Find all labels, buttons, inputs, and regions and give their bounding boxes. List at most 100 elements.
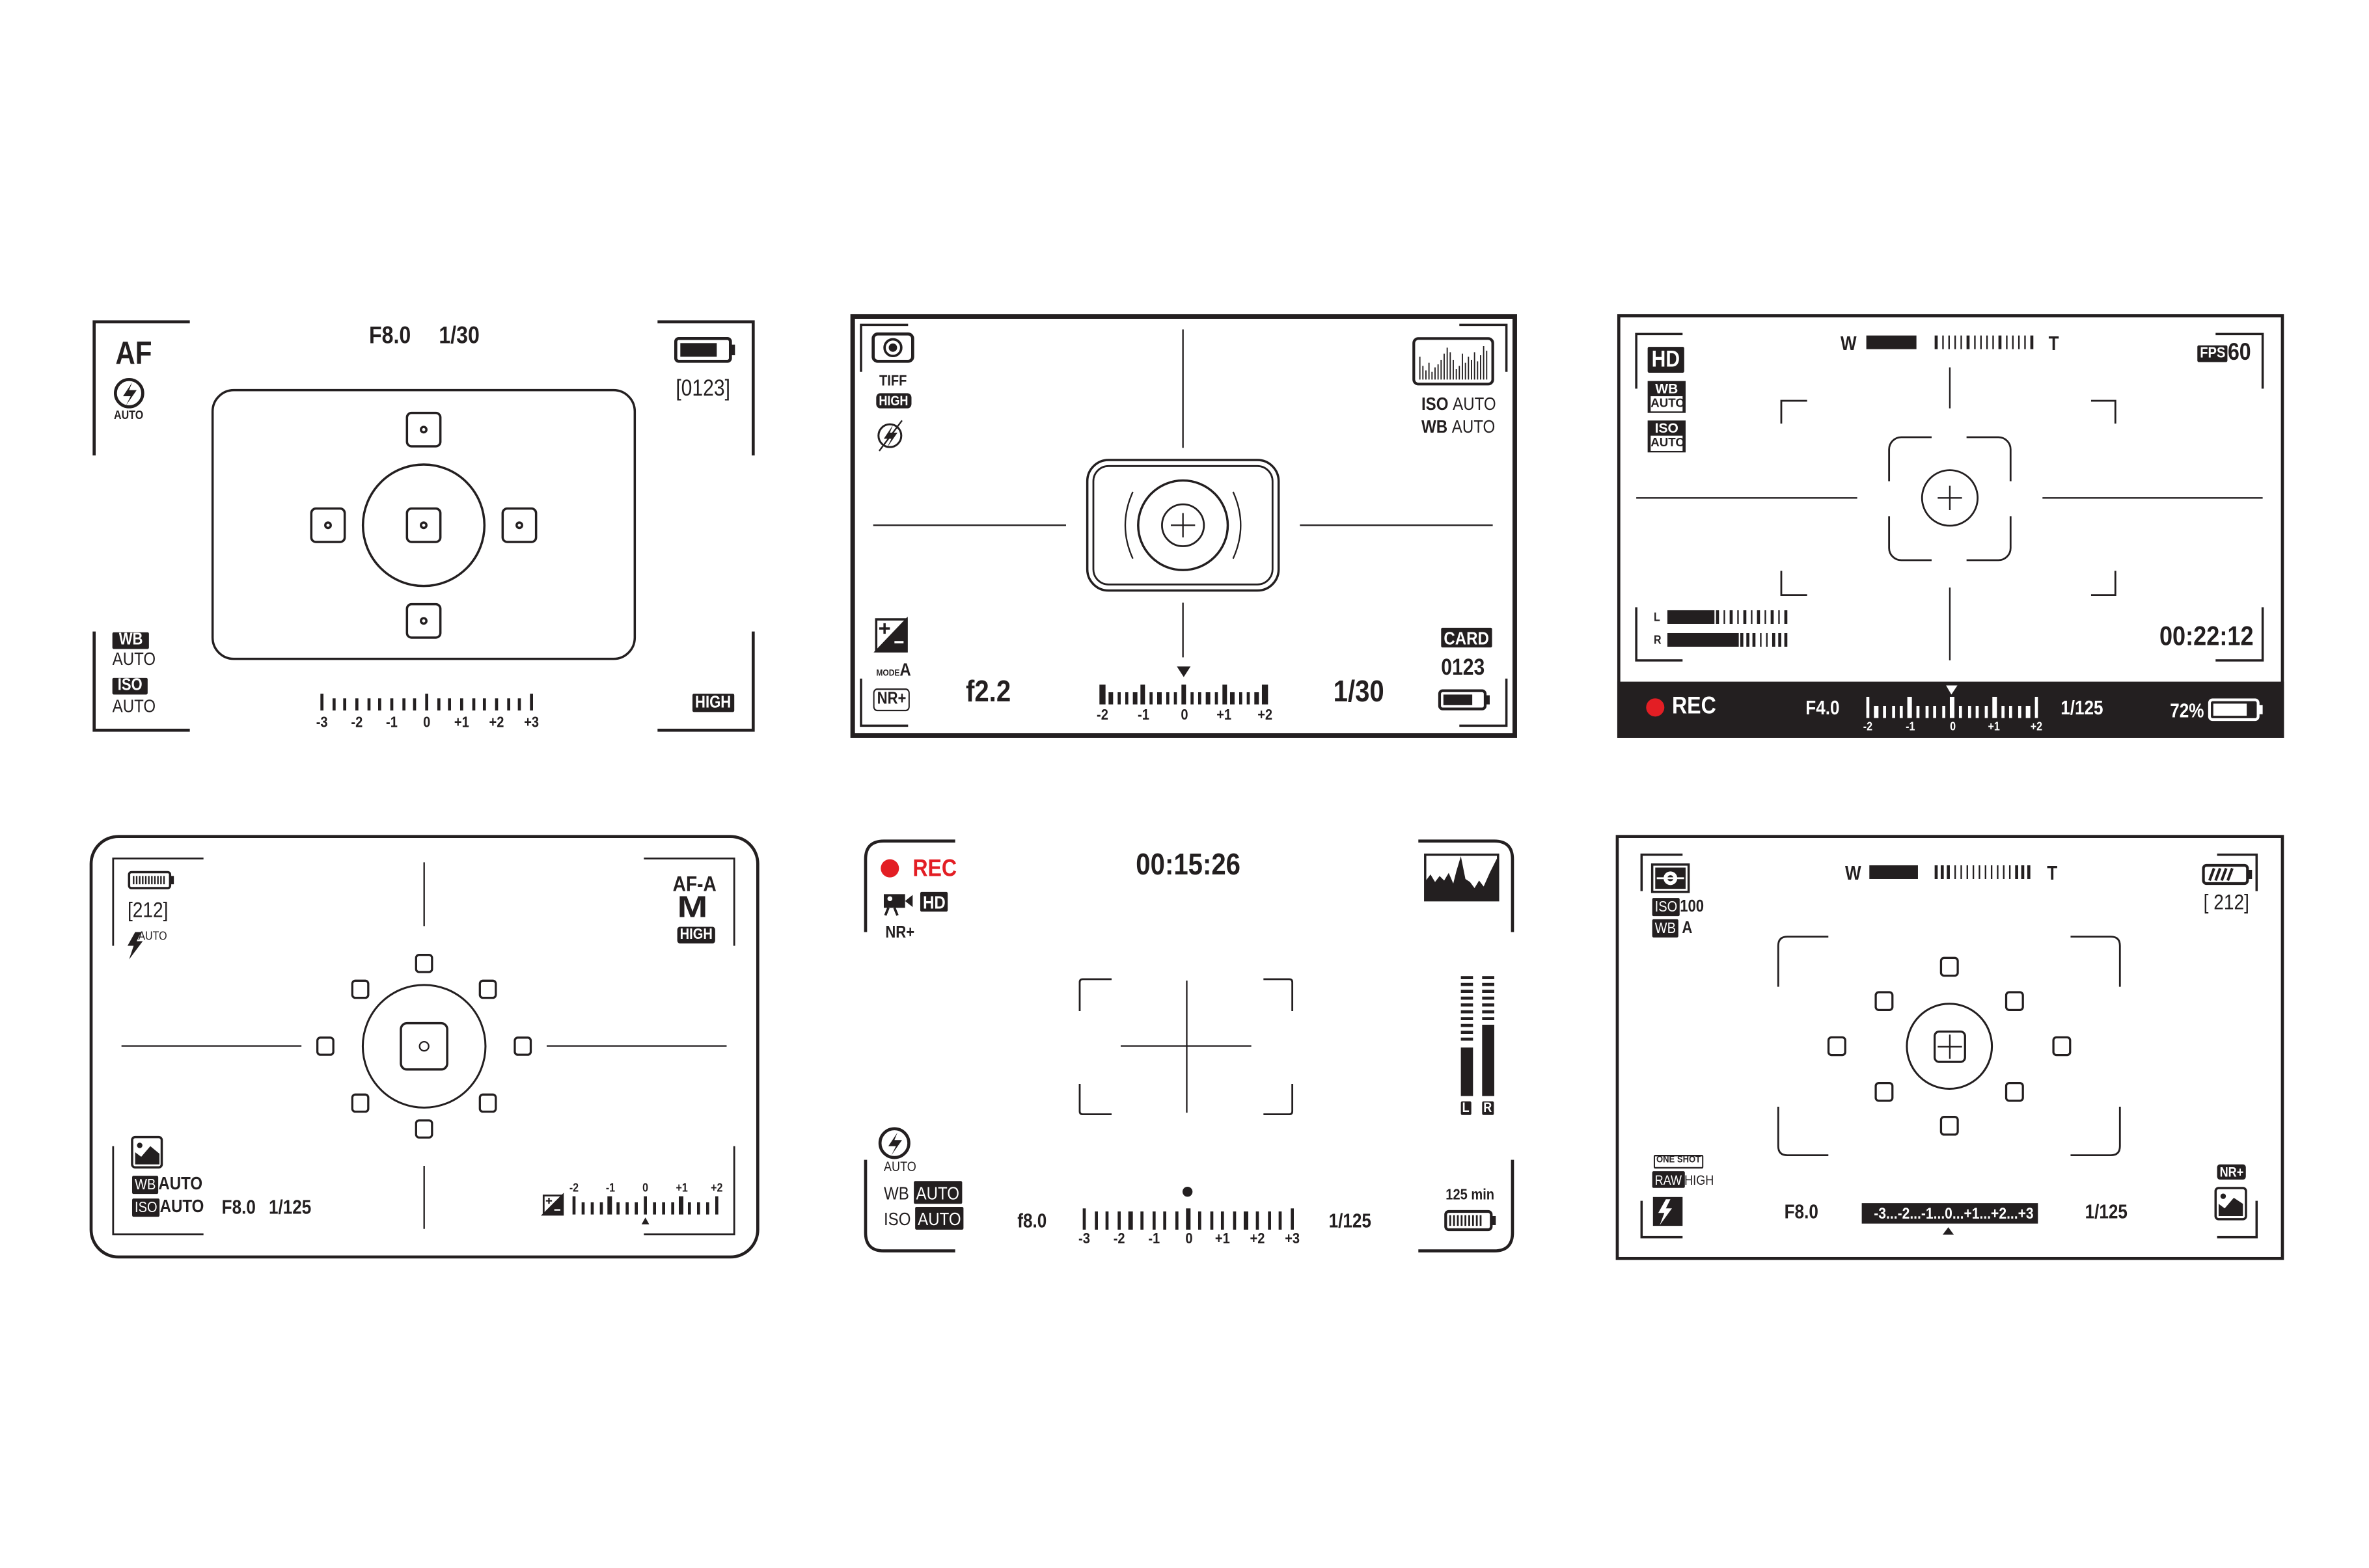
tick-mark: [653, 1202, 656, 1215]
tick-mark: [1750, 610, 1753, 624]
file-format: TIFF: [879, 373, 907, 390]
shots-remaining: [ 212]: [2203, 889, 2249, 914]
rec-dot: [881, 859, 899, 878]
af-points: [316, 954, 532, 1139]
exposure-scale-label: 0: [1184, 1231, 1192, 1248]
metering-circle: [361, 463, 486, 588]
wb-value: AUTO: [112, 648, 156, 669]
metering-circle: [1137, 479, 1229, 571]
mode-label: MODE: [876, 669, 900, 679]
iso-value: AUTO: [159, 1195, 204, 1217]
tick-mark: [459, 699, 463, 710]
exposure-scale-label: +2: [2030, 719, 2043, 733]
focus-area-brackets: [1777, 936, 2121, 1157]
wb-label: WB: [112, 632, 150, 649]
tick-mark: [390, 699, 394, 710]
tick-mark: [1965, 865, 1968, 879]
exposure-scale-label: +1: [1988, 719, 2001, 733]
tick-mark: [1948, 335, 1951, 349]
exposure-scale: [320, 694, 534, 710]
tick-mark: [1094, 1211, 1098, 1230]
iso-badge: ISO AUTO: [1647, 420, 1686, 453]
tick-mark: [518, 699, 522, 710]
af-frame-gaps: [1885, 434, 2014, 563]
tick-mark: [1960, 865, 1962, 879]
flash-off-icon: [877, 420, 903, 452]
zoom-bar[interactable]: [1866, 335, 2033, 349]
noise-reduction-badge: NR+: [873, 688, 911, 712]
tick-mark: [1221, 1211, 1225, 1230]
audio-right-meter: [1667, 632, 1787, 647]
center-af-point: [1933, 1030, 1966, 1063]
tick-mark: [366, 699, 370, 710]
exposure-scale-label: 0: [1180, 707, 1188, 724]
exposure-pointer: [1942, 1227, 1954, 1235]
tick-mark: [1173, 691, 1178, 705]
exposure-scale-label: -1: [1147, 1231, 1160, 1248]
exposure-scale: [1865, 696, 2039, 718]
iso-label: ISO: [131, 1198, 160, 1217]
tick-mark: [1198, 1211, 1202, 1230]
audio-left-label: L: [1653, 610, 1660, 624]
tick-mark: [1723, 610, 1726, 624]
tick-mark-major: [1222, 684, 1227, 705]
tick-mark: [1233, 1211, 1237, 1230]
zoom-tele-label: T: [2048, 331, 2059, 355]
mode-value: A: [899, 658, 911, 681]
tick-mark: [1244, 1211, 1248, 1230]
tick-mark: [661, 1202, 665, 1215]
metering-circle: [1906, 1003, 1993, 1090]
histogram-icon: [1412, 337, 1494, 386]
tick-mark: [1925, 705, 1929, 718]
tick-mark: [1883, 705, 1887, 718]
wb-label: WB: [1652, 919, 1678, 938]
focus-cross: [1938, 485, 1962, 510]
viewfinder-frame: [850, 314, 1517, 738]
tick-mark-major: [1865, 696, 1870, 718]
tick-mark: [1967, 335, 1969, 349]
card-badge: CARD: [1441, 627, 1492, 648]
iso-value: AUTO: [1453, 393, 1496, 414]
tick-mark: [1157, 691, 1162, 705]
tick-mark: [402, 699, 405, 710]
tick-mark: [2024, 335, 2027, 349]
iso-setting: ISO AUTO: [1421, 395, 1496, 413]
exposure-scale-label: -1: [386, 714, 398, 732]
tick-mark: [1941, 705, 1946, 718]
tick-mark: [2009, 705, 2013, 718]
tick-mark: [1129, 1211, 1132, 1230]
focus-area-brackets: [1078, 978, 1294, 1116]
tick-mark: [625, 1202, 629, 1215]
exposure-scale: [1100, 684, 1268, 705]
tick-mark: [1984, 705, 1988, 718]
tick-mark: [1149, 691, 1153, 705]
tick-mark: [1941, 865, 1943, 879]
tick-mark: [344, 699, 347, 710]
zoom-bar[interactable]: [1869, 865, 2030, 879]
rec-label: REC: [912, 856, 957, 882]
iso-value: 100: [1680, 898, 1705, 917]
shutter-speed: 1/125: [2085, 1200, 2128, 1223]
wb-setting: WB A: [1652, 919, 1692, 938]
tick-mark: [1766, 632, 1768, 647]
zoom-wide-label: W: [1840, 331, 1857, 355]
tick-mark: [1255, 1211, 1259, 1230]
exposure-compensation-icon: [873, 616, 908, 653]
image-mode-icon: [2214, 1187, 2247, 1221]
exposure-scale-label: 0: [423, 714, 431, 732]
wb-badge: WB AUTO: [1647, 381, 1686, 413]
fps-label: FPS: [2197, 345, 2228, 362]
tick-mark: [1941, 335, 1944, 349]
tick-mark: [1958, 705, 1962, 718]
wb-label: WB: [883, 1182, 909, 1204]
exposure-scale-label: -2: [1113, 1231, 1125, 1248]
tick-mark-major: [1100, 684, 1105, 705]
shots-remaining: [0123]: [676, 375, 731, 402]
exposure-scale: [571, 1196, 719, 1215]
exposure-pointer: [1182, 1186, 1193, 1197]
frame-corner: [112, 858, 735, 1236]
exposure-compensation-icon: [541, 1193, 564, 1216]
battery-icon: [674, 336, 735, 363]
crosshair-lines: [1636, 367, 2263, 660]
tick-mark: [706, 1202, 709, 1215]
